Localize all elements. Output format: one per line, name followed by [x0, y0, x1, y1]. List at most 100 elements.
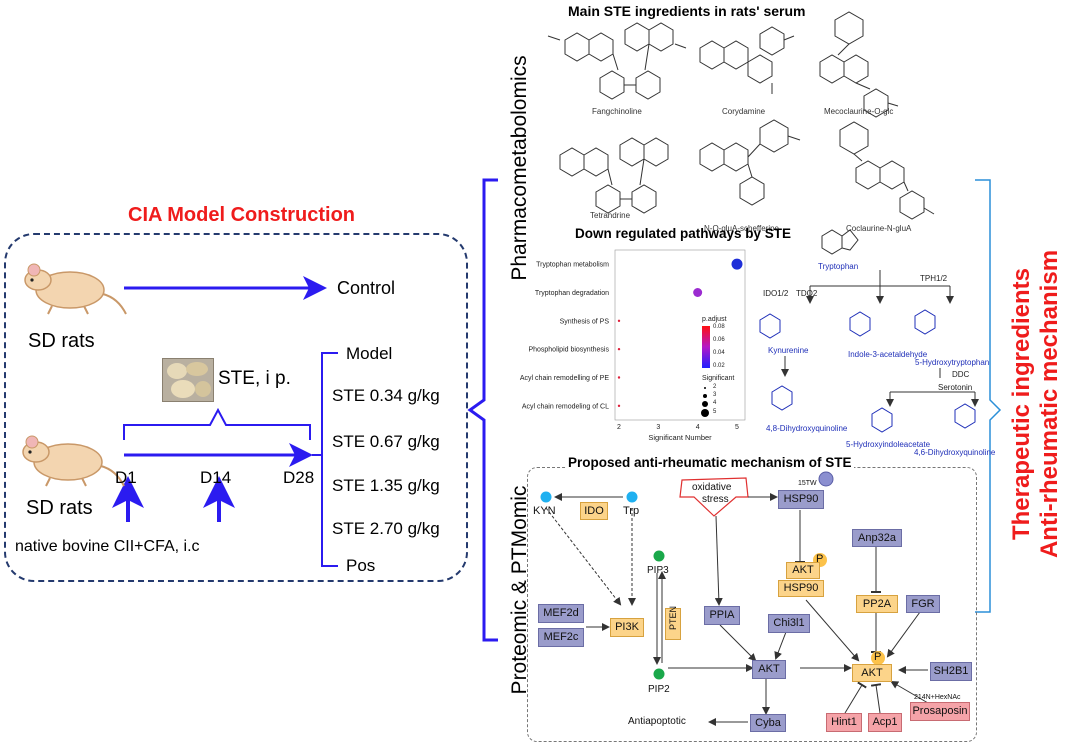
day-d1: D1	[115, 468, 137, 487]
p-label-akt: P	[874, 651, 882, 663]
control-label: Control	[337, 278, 396, 298]
kyn-label: KYN	[533, 505, 556, 517]
pathway-label: Synthesis of PS	[560, 318, 610, 325]
size-tick-4: 4	[713, 400, 717, 406]
ste-herb-image	[162, 358, 214, 402]
fgr-box: FGR	[906, 595, 940, 613]
size-tick-5: 5	[713, 409, 717, 415]
mol-fangchinoline: Fangchinoline	[592, 107, 642, 116]
site-214: 214N+HexNAc	[914, 694, 961, 701]
size-dot-3	[703, 394, 707, 398]
oxidative-label: oxidative	[692, 482, 732, 493]
size-tick-2: 2	[713, 384, 717, 390]
pathway-dot	[617, 404, 621, 408]
sd-rats-top: SD rats	[28, 330, 95, 352]
group-model: Model	[346, 344, 393, 363]
pp2a-box: PP2A	[856, 595, 898, 613]
padj-tick-2: 0.06	[713, 337, 725, 343]
cia-panel	[4, 233, 468, 582]
trp-ddc: DDC	[952, 370, 970, 379]
pathway-dot	[617, 376, 621, 379]
ido-box: IDO	[580, 502, 608, 520]
pathways-title: Down regulated pathways by STE	[575, 226, 792, 241]
padj-tick-3: 0.04	[713, 350, 725, 356]
trp-htp: 5-Hydroxytryptophan	[915, 358, 990, 367]
mol-mecoclaurine: Mecoclaurine-O-glc	[824, 107, 894, 116]
akt-right-box: AKT	[852, 664, 892, 682]
trp-dhq48: 4,8-Dihydroxyquinoline	[766, 424, 848, 433]
injection-label: native bovine CII+CFA, i.c	[15, 538, 200, 555]
pip3-label: PIP3	[647, 565, 669, 576]
trp-tph: TPH1/2	[920, 274, 948, 283]
padj-legend-title: p.adjust	[702, 316, 727, 323]
pathway-label: Tryptophan degradation	[535, 290, 609, 297]
group-ste-067: STE 0.67 g/kg	[332, 432, 440, 451]
p-label-hsp: P	[816, 553, 824, 565]
pathway-label: Acyl chain remodelling of PE	[520, 375, 609, 382]
size-dot-2	[704, 387, 706, 389]
pathway-dot	[693, 288, 703, 297]
hsp90-mid-box: HSP90	[778, 580, 824, 597]
antiapoptotic-label: Antiapoptotic	[628, 716, 686, 727]
trp-indole: Indole-3-acetaldehyde	[848, 350, 928, 359]
pathway-label: Phospholipid biosynthesis	[528, 347, 609, 354]
pathway-label: Acyl chain remodeling of CL	[522, 403, 609, 410]
pathway-label: Tryptophan metabolism	[536, 262, 609, 269]
trp-hiaa: 5-Hydroxyindoleacetate	[846, 440, 931, 449]
serum-title: Main STE ingredients in rats' serum	[568, 3, 806, 19]
sh2b1-box: SH2B1	[930, 662, 972, 681]
mol-tetrandrine: Tetrandrine	[590, 211, 631, 220]
size-dot-5	[701, 409, 709, 417]
pip2-label: PIP2	[648, 684, 670, 695]
x-axis-label: Significant Number	[648, 433, 712, 442]
size-tick-3: 3	[713, 392, 717, 398]
pten-box: PTEN	[665, 605, 681, 640]
trp-kynurenine: Kynurenine	[768, 346, 809, 355]
group-pos: Pos	[346, 556, 376, 575]
trp-label: Trp	[623, 505, 640, 517]
akt-hsp-box: AKT	[786, 562, 820, 579]
x-tick-label: 3	[656, 424, 660, 431]
size-dot-4	[702, 401, 708, 407]
x-tick-label: 4	[696, 424, 700, 431]
pi3k-box: PI3K	[610, 618, 644, 637]
anp32a-box: Anp32a	[852, 529, 902, 547]
padj-colorbar	[702, 326, 710, 368]
day-d14: D14	[200, 468, 232, 487]
mechanism-title: Proposed anti-rheumatic mechanism of STE	[566, 455, 854, 470]
cia-title: CIA Model Construction	[128, 204, 356, 226]
sd-rats-bottom: SD rats	[26, 497, 93, 519]
trp-serotonin: Serotonin	[938, 383, 973, 392]
trp-ido: IDO1/2	[763, 289, 789, 298]
trp-tryptophan: Tryptophan	[818, 262, 859, 271]
chi3l1-box: Chi3l1	[768, 614, 810, 633]
x-tick-label: 5	[735, 424, 739, 431]
trp-dhq46: 4,6-Dihydroxyquinoline	[914, 448, 996, 457]
mol-coclaurine: Coclaurine-N-gluA	[846, 224, 912, 233]
day-d28: D28	[283, 468, 315, 487]
pathway-dot	[617, 347, 621, 351]
padj-tick-1: 0.08	[713, 324, 725, 330]
ste-ip-label: STE, i p.	[218, 368, 291, 389]
prosaposin-box: Prosaposin	[910, 702, 970, 721]
akt-mid-box: AKT	[752, 660, 786, 679]
pten-label: PTEN	[668, 605, 678, 630]
size-legend-title: Significant	[702, 375, 735, 382]
pathway-dot	[731, 258, 743, 270]
padj-tick-4: 0.02	[713, 363, 725, 369]
group-ste-135: STE 1.35 g/kg	[332, 476, 440, 495]
pathway-dot	[617, 319, 621, 323]
acp1-box: Acp1	[868, 713, 902, 732]
cyba-box: Cyba	[750, 714, 786, 732]
group-ste-034: STE 0.34 g/kg	[332, 386, 440, 405]
ppia-box: PPIA	[704, 606, 740, 625]
mef2d-box: MEF2d	[538, 604, 584, 623]
plot-frame	[614, 249, 746, 421]
mef2c-box: MEF2c	[538, 628, 584, 647]
hsp90-top-box: HSP90	[778, 490, 824, 509]
